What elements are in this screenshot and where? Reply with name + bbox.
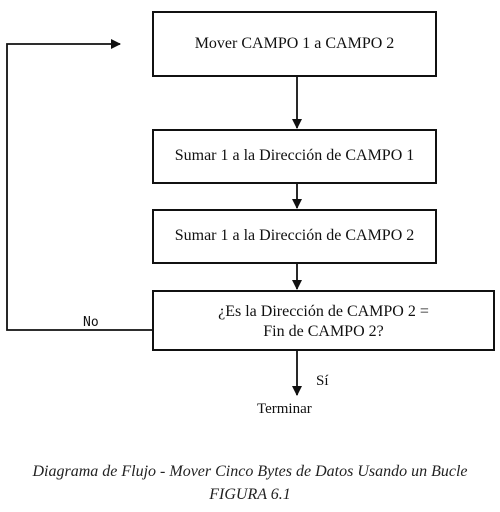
end-label: Terminar [257,401,312,417]
branch-no-label: No [83,315,99,330]
box-add-field2-label: Sumar 1 a la Dirección de CAMPO 2 [174,227,415,244]
box-move-field [152,11,437,77]
box-add-field1 [152,129,437,184]
branch-yes-label: Sí [316,373,329,389]
decision-label-line1: ¿Es la Dirección de CAMPO 2 = [218,303,429,320]
box-move-field-label: Mover CAMPO 1 a CAMPO 2 [194,35,395,52]
box-add-field1-label: Sumar 1 a la Dirección de CAMPO 1 [174,147,415,164]
box-add-field2 [152,209,437,264]
figure-caption-title: Diagrama de Flujo - Mover Cinco Bytes de… [32,463,468,480]
decision-label-line2: Fin de CAMPO 2? [263,323,384,340]
figure-number: FIGURA 6.1 [209,486,291,503]
box-decision [152,290,495,351]
loop-back-line [6,39,153,331]
